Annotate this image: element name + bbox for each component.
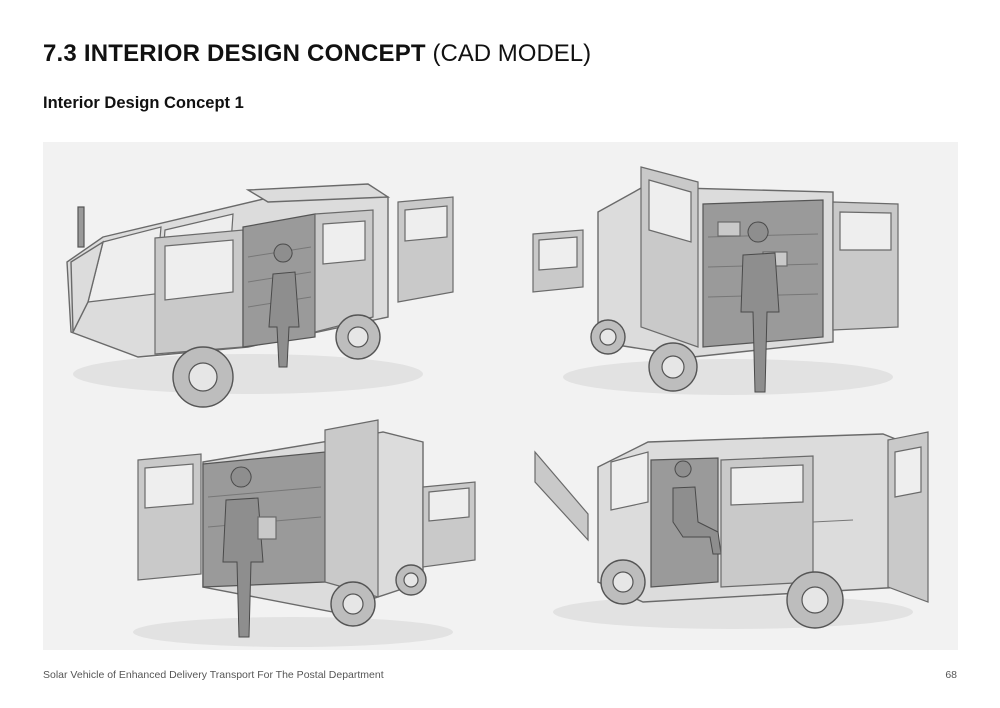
cad-render-illustration: .body { fill: #dcdcdc; stroke: #6a6a6a; … [66,166,929,647]
footer-page-number: 68 [945,669,957,681]
cad-render-figure: .body { fill: #dcdcdc; stroke: #6a6a6a; … [43,142,958,650]
view-rear-left [133,419,476,647]
section-subtitle: Interior Design Concept 1 [43,94,244,112]
view-front-left [66,183,454,408]
view-rear-right [532,166,899,395]
title-suffix: (CAD MODEL) [432,40,592,67]
footer-document-title: Solar Vehicle of Enhanced Delivery Trans… [43,669,384,681]
title-main: 7.3 INTERIOR DESIGN CONCEPT [43,40,426,67]
page-title: 7.3 INTERIOR DESIGN CONCEPT (CAD MODEL) [43,38,591,70]
view-side-right [534,431,929,629]
